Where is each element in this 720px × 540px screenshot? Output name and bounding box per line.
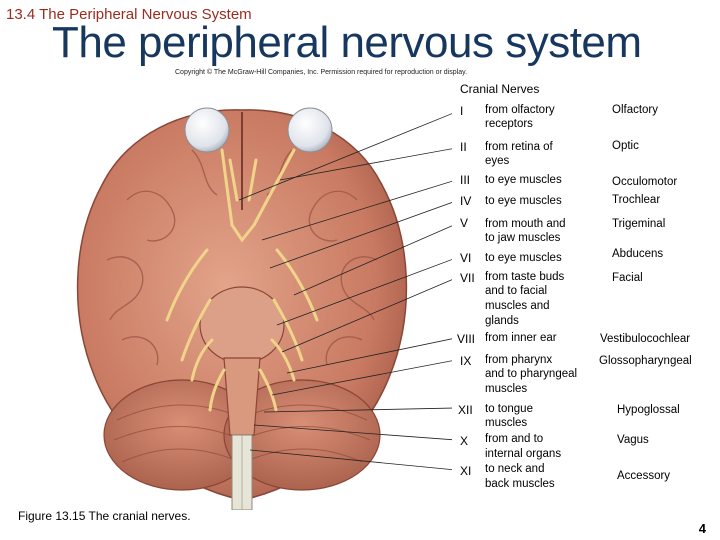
nerve-name: Abducens	[612, 248, 664, 260]
nerve-number: V	[460, 216, 469, 230]
nerve-name: Occulomotor	[612, 176, 678, 188]
nerve-description: eyes	[485, 155, 510, 167]
nerve-description: to eye muscles	[485, 252, 562, 264]
slide-title: The peripheral nervous system	[52, 18, 642, 67]
nerve-description: from olfactory	[485, 104, 555, 116]
nerve-name: Facial	[612, 272, 643, 284]
nerve-number: XII	[458, 403, 473, 417]
nerve-name: Vagus	[617, 434, 649, 446]
nerve-name: Glossopharyngeal	[599, 355, 692, 367]
page-number: 4	[698, 521, 706, 536]
nerve-number: IV	[460, 194, 472, 208]
nerve-number: VIII	[457, 332, 476, 346]
nerve-description: from and to	[485, 433, 544, 445]
figure-caption: Figure 13.15 The cranial nerves.	[18, 509, 191, 523]
nerve-description: muscles	[485, 417, 528, 429]
nerve-name: Trochlear	[612, 194, 661, 206]
nerve-description: from retina of	[485, 141, 553, 153]
nerve-number: X	[460, 434, 469, 448]
nerve-number: II	[460, 140, 467, 154]
nerve-description: from mouth and	[485, 218, 566, 230]
nerve-description: internal organs	[485, 448, 562, 460]
nerve-description: back muscles	[485, 478, 555, 490]
cranial-nerves-heading: Cranial Nerves	[460, 82, 540, 96]
section-label: 13.4 The Peripheral Nervous System	[6, 6, 252, 23]
nerve-description: to jaw muscles	[485, 232, 561, 244]
nerve-number: VI	[460, 251, 472, 265]
nerve-name: Hypoglossal	[617, 404, 680, 416]
nerve-name: Olfactory	[612, 104, 659, 116]
nerve-description: from taste buds	[485, 271, 565, 283]
nerve-description: from inner ear	[485, 332, 557, 344]
nerve-number: IX	[460, 354, 472, 368]
nerve-name: Trigeminal	[612, 218, 666, 230]
brain-illustration	[76, 107, 452, 510]
nerve-number: XI	[460, 464, 472, 478]
nerve-description: from pharynx	[485, 354, 553, 366]
nerve-name: Optic	[612, 140, 639, 152]
nerve-description: glands	[485, 315, 519, 327]
nerve-description: to tongue	[485, 403, 533, 415]
copyright-notice: Copyright © The McGraw-Hill Companies, I…	[175, 69, 468, 76]
nerve-name: Vestibulocochlear	[600, 333, 691, 345]
nerve-description: to eye muscles	[485, 195, 562, 207]
nerve-name: Accessory	[617, 470, 671, 482]
nerve-description: and to pharyngeal	[485, 368, 578, 380]
nerve-description: and to facial	[485, 285, 548, 297]
nerve-number: I	[460, 104, 464, 118]
nerve-description: receptors	[485, 118, 533, 130]
nerve-description: muscles and	[485, 300, 550, 312]
nerve-description: to eye muscles	[485, 174, 562, 186]
nerve-number: VII	[460, 271, 475, 285]
nerve-description: to neck and	[485, 463, 545, 475]
nerve-description: muscles	[485, 383, 528, 395]
nerve-number: III	[460, 173, 471, 187]
